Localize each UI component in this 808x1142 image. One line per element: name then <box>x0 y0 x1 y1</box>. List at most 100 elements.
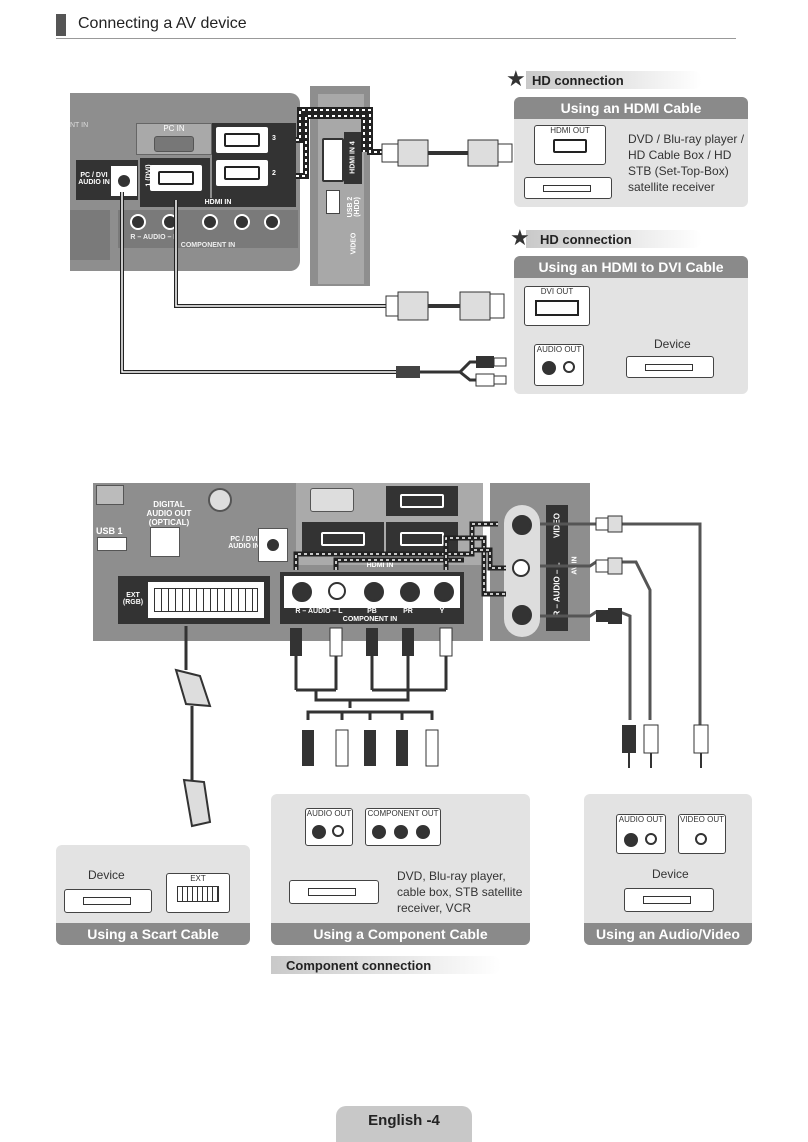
scart-pins <box>177 886 219 902</box>
digital-audio-label: DIGITAL AUDIO OUT (OPTICAL) <box>146 500 192 527</box>
section-title: Connecting a AV device <box>56 12 736 39</box>
component-dotted-path <box>293 521 506 597</box>
device-icon <box>289 880 379 904</box>
hd-connection-tag-hdmi <box>526 71 702 89</box>
usb1-label: USB 1 <box>96 526 123 536</box>
nt-in-label: NT IN <box>70 122 89 129</box>
pr-label: PR <box>403 608 413 615</box>
component-cable-header: Using a Component Cable <box>271 923 530 945</box>
scart-cable-box: Device EXT Using a Scart Cable <box>56 845 250 945</box>
optical-port <box>150 527 180 557</box>
disc-slot <box>543 185 591 192</box>
device-icon <box>626 356 714 378</box>
av-audio-l-jack <box>512 559 530 577</box>
side-panel-inner <box>318 94 364 284</box>
hdmi-in4-port <box>322 138 344 182</box>
scart-cable-header: Using a Scart Cable <box>56 923 250 945</box>
hdmi-port-1 <box>150 165 202 191</box>
av-audio-r-jack <box>512 605 532 625</box>
page-number: English -4 <box>336 1106 472 1142</box>
device-icon <box>624 888 714 912</box>
hdmi-in-label: HDMI IN <box>140 198 296 207</box>
vga-connector <box>154 136 194 152</box>
hdmi-in-label-bottom: HDMI IN <box>366 562 394 569</box>
hdmi-out-port: HDMI OUT <box>534 125 606 165</box>
hdmi-port-3 <box>216 127 268 153</box>
av-device-label: Device <box>652 867 689 881</box>
star-icon: ★ <box>506 66 526 91</box>
component-cable-box: AUDIO OUT COMPONENT OUT DVD, Blu-ray pla… <box>271 794 530 945</box>
scart-pins <box>154 588 258 612</box>
pc-in-label: PC IN <box>163 124 185 133</box>
y-jack-icon <box>416 825 430 839</box>
hdmi-connector-icon <box>400 532 444 546</box>
hdmi-out-label: HDMI OUT <box>550 126 590 135</box>
audio-out-label: AUDIO OUT <box>618 815 664 824</box>
audio-jack-icon <box>332 825 344 837</box>
audio-out-port: AUDIO OUT <box>616 814 666 854</box>
ethernet-port <box>96 485 124 505</box>
hdmi-port-2 <box>216 160 268 186</box>
audio-jack-icon <box>116 173 132 189</box>
scart-cable <box>174 626 212 828</box>
audio-jack-icon <box>312 825 326 839</box>
usb1-port <box>97 537 127 551</box>
pc-in-port-block: PC IN <box>136 123 212 155</box>
antenna-connector <box>208 488 232 512</box>
section-title-text: Connecting a AV device <box>78 15 247 32</box>
bottom-cables <box>174 515 709 828</box>
hdmi-connector-icon <box>224 133 260 147</box>
audio-r-jack <box>130 214 146 230</box>
scart-block: EXT (RGB) <box>118 576 270 624</box>
hdmi-dvi-box: Using an HDMI to DVI Cable DVI OUT AUDIO… <box>514 256 748 394</box>
port-2-label: 2 <box>272 170 276 177</box>
hdmi-dotted-path <box>296 107 382 179</box>
audio-jack-icon <box>624 833 638 847</box>
component-out-label: COMPONENT OUT <box>367 809 439 818</box>
title-bar-marker <box>56 14 66 36</box>
scart-stub <box>70 210 110 260</box>
hdmi-dvi-header: Using an HDMI to DVI Cable <box>514 256 748 278</box>
device-icon <box>524 177 612 199</box>
hdmi-cable-top <box>381 139 513 167</box>
audio-cable-top <box>120 192 507 387</box>
component-connection-label: Component connection <box>286 958 432 973</box>
pb-jack-icon <box>372 825 386 839</box>
disc-slot <box>83 897 131 905</box>
y-jack <box>434 582 454 602</box>
pr-jack-icon <box>394 825 408 839</box>
av-cable-header: Using an Audio/Video Cable <box>584 923 752 964</box>
video-out-port: VIDEO OUT <box>678 814 726 854</box>
audio-label-bottom: R – AUDIO – L <box>295 608 343 615</box>
hdmi-port-bottom-3 <box>386 486 458 516</box>
y-jack <box>264 214 280 230</box>
pc-dvi-audio-label-bottom: PC / DVI AUDIO IN <box>228 536 260 550</box>
pb-label: PB <box>367 608 377 615</box>
hd-connection-tag-dvi <box>526 230 702 248</box>
audio-out-port: AUDIO OUT <box>305 808 353 846</box>
audio-label: R – AUDIO – L <box>130 234 178 241</box>
dvi-connector-icon <box>535 300 579 316</box>
audio-jack-icon <box>265 537 281 553</box>
component-device-desc: DVD, Blu-ray player, cable box, STB sate… <box>397 869 523 915</box>
dvi-device-label: Device <box>654 337 691 351</box>
hdmi-connector-icon <box>224 166 260 180</box>
component-in-label-bottom: COMPONENT IN <box>342 616 398 623</box>
pc-dvi-audio-jack-bottom <box>258 528 288 562</box>
hd-connection-label: HD connection <box>532 73 624 88</box>
hdmi-connector-icon <box>321 532 365 546</box>
top-cables <box>120 107 513 387</box>
disc-slot <box>308 888 356 896</box>
audio-out-label: AUDIO OUT <box>536 345 582 354</box>
audio-out-port: AUDIO OUT <box>534 344 584 386</box>
dvi-out-port: DVI OUT <box>524 286 590 326</box>
dvi-out-label: DVI OUT <box>540 287 574 296</box>
component-block-bottom: R – AUDIO – L PB PR Y COMPONENT IN <box>280 572 464 624</box>
y-label: Y <box>439 608 445 615</box>
audio-out-label: AUDIO OUT <box>306 809 352 818</box>
component-connection-tag <box>271 956 501 974</box>
component-out-port: COMPONENT OUT <box>365 808 441 846</box>
video-out-label: VIDEO OUT <box>679 815 724 824</box>
audio-jack-icon <box>542 361 556 375</box>
vga-port-bottom <box>310 488 354 512</box>
